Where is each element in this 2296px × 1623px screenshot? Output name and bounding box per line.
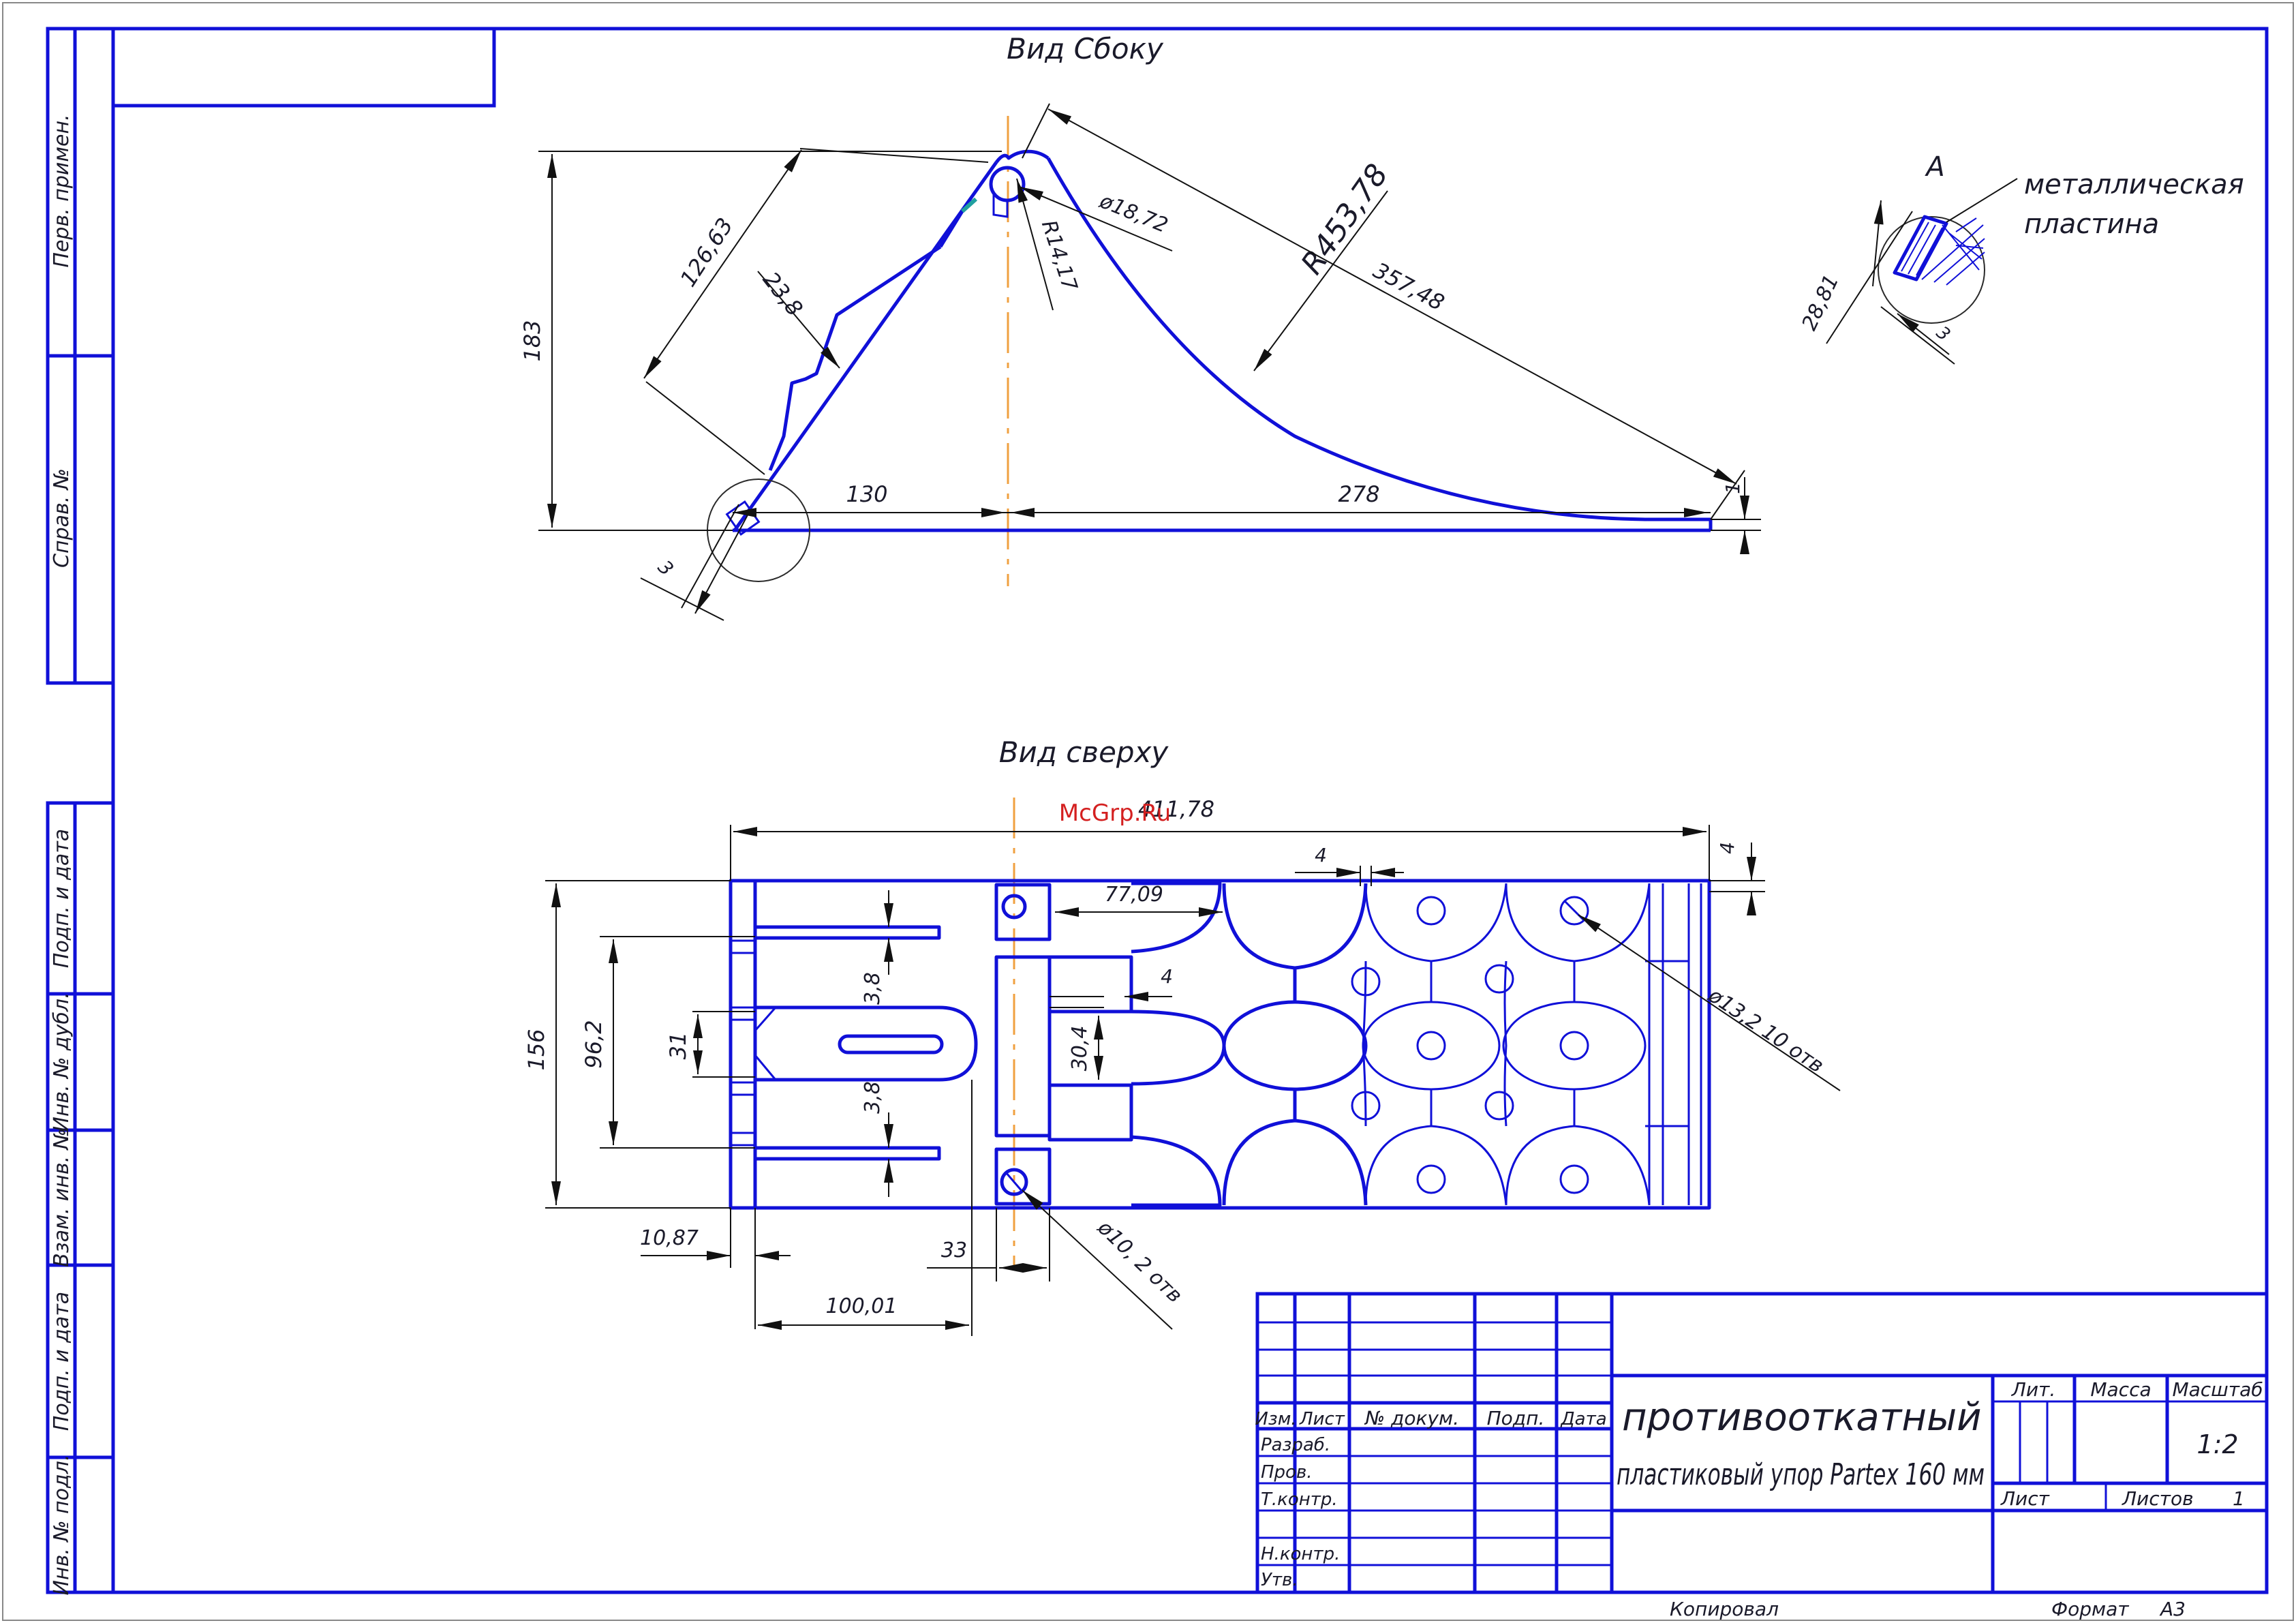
dim-96: 96,2	[581, 936, 755, 1149]
dim-hole-big-label: ø13,2 10 отв	[1703, 983, 1828, 1078]
stamp-podp-data-2: Подп. и дата	[50, 1292, 74, 1431]
dim-edge-4b-label: 4	[1716, 842, 1739, 854]
side-stamp-lower: Подп. и дата Инв. № дубл. Взам. инв. № П…	[46, 801, 115, 1596]
dim-183-label: 183	[519, 320, 545, 361]
stamp-sprav-no: Справ. №	[50, 468, 74, 568]
dim-3-8-upper: 3,8	[861, 890, 893, 1005]
stamp-inv-dubl: Инв. № дубл.	[50, 992, 74, 1132]
tb-row-tkontr: Т.контр.	[1261, 1489, 1338, 1510]
dim-3-8-upper-label: 3,8	[861, 972, 885, 1005]
title-block: Изм. Лист № докум. Подп. Дата Разраб. Пр…	[1255, 1292, 2269, 1620]
dim-30-4-label: 30,4	[1068, 1026, 1092, 1072]
dim-hole-radius-label: R14,17	[1037, 217, 1082, 294]
dim-base: 130 278	[733, 481, 1711, 517]
dim-33: 33	[927, 1208, 1050, 1281]
dim-100: 100,01	[758, 1080, 973, 1336]
stamp-inv-podl: Инв. № подл.	[50, 1455, 74, 1596]
dim-130-label: 130	[846, 481, 887, 507]
dim-edge-4: 4 4	[1295, 842, 1765, 915]
dim-278-label: 278	[1338, 481, 1379, 507]
dim-126: 126,63	[643, 148, 989, 475]
side-view-title: Вид Сбоку	[1007, 32, 1164, 65]
wedge-profile	[725, 149, 1713, 536]
dim-23-8: 23,8	[757, 267, 840, 369]
tb-lit: Лит.	[2011, 1378, 2055, 1401]
dim-hole-dia-label: ø18,72	[1096, 189, 1172, 238]
mount-blocks	[994, 883, 1133, 1206]
dim-357: 357,48	[1022, 103, 1745, 520]
side-view: Вид Сбоку	[519, 32, 1761, 621]
tb-format-value: А3	[2159, 1598, 2186, 1620]
tb-row-utv: Утв.	[1261, 1570, 1298, 1590]
detail-note-line2: пластина	[2024, 209, 2159, 240]
dim-77: 77,09	[1055, 883, 1223, 917]
side-stamp-upper: Перв. примен. Справ. №	[46, 27, 115, 685]
dim-10-87-label: 10,87	[640, 1226, 699, 1250]
tb-listov-value: 1	[2233, 1487, 2245, 1510]
tb-col-izm: Изм.	[1255, 1409, 1296, 1429]
dim-tip-1: 1	[1711, 477, 1761, 554]
dim-plate-3-label: 3	[654, 556, 678, 580]
top-view: Вид сверху	[523, 735, 1841, 1336]
dim-31-label: 31	[665, 1032, 691, 1060]
tb-row-prov: Пров.	[1261, 1462, 1313, 1483]
honeycomb-pattern	[1131, 881, 1702, 1207]
tb-col-doc: № докум.	[1364, 1407, 1459, 1429]
tb-row-nkontr: Н.контр.	[1261, 1544, 1340, 1564]
dim-3-8-lower: 3,8	[861, 1081, 893, 1197]
detail-dim-3: 3	[1932, 322, 1954, 346]
stamp-podp-data-1: Подп. и дата	[50, 829, 74, 968]
tb-listov: Листов	[2122, 1487, 2194, 1510]
stamp-perv-primen: Перв. примен.	[50, 114, 74, 267]
dim-hole-small: ø10, 2 отв	[1022, 1189, 1187, 1330]
tb-list: Лист	[2000, 1487, 2050, 1510]
tb-masshtab: Масштаб	[2172, 1378, 2263, 1401]
tb-scale-value: 1:2	[2196, 1429, 2238, 1459]
dim-edge-4-label: 4	[1315, 844, 1327, 866]
stamp-vzam-inv: Взам. инв. №	[50, 1128, 74, 1267]
top-outline	[729, 879, 1711, 1210]
dim-23-8-label: 23,8	[758, 267, 808, 321]
tb-format: Формат	[2051, 1598, 2129, 1620]
dim-gap-4: 4	[1050, 965, 1173, 1008]
detail-a: А металлическая пластина 28,81 3	[1797, 151, 2244, 365]
tb-name-line1: противооткатный	[1622, 1395, 1982, 1440]
tb-col-list: Лист	[1299, 1409, 1345, 1429]
dim-3-8-lower-label: 3,8	[861, 1081, 885, 1114]
watermark: McGrp.Ru	[1059, 800, 1171, 827]
tb-massa: Масса	[2090, 1378, 2151, 1401]
dim-31: 31	[665, 1011, 755, 1078]
dim-overall-length-label: 411,78	[1138, 796, 1214, 822]
dim-77-label: 77,09	[1105, 883, 1163, 907]
detail-dim-28: 28,81	[1797, 271, 1843, 335]
dim-126-label: 126,63	[675, 213, 738, 292]
dim-96-label: 96,2	[581, 1020, 607, 1068]
dim-156: 156	[523, 880, 731, 1209]
dim-tip-1-label: 1	[1721, 482, 1744, 494]
dim-30-4: 30,4	[1068, 1016, 1103, 1080]
dim-33-label: 33	[941, 1239, 967, 1262]
dim-hole-small-label: ø10, 2 отв	[1092, 1215, 1187, 1307]
top-view-title: Вид сверху	[999, 735, 1169, 769]
dim-overall-length: 411,78	[730, 796, 1710, 881]
dim-10-87: 10,87	[640, 1208, 791, 1329]
tb-kopiroval: Копировал	[1670, 1598, 1779, 1620]
detail-note-line1: металлическая	[2024, 169, 2244, 200]
dim-357-label: 357,48	[1369, 257, 1449, 316]
tb-col-date: Дата	[1560, 1409, 1606, 1429]
tb-name-line2: пластиковый упор Partex 160 мм	[1617, 1457, 1985, 1492]
prong-bars	[753, 925, 978, 1161]
detail-a-label: А	[1924, 151, 1944, 183]
tb-col-podp: Подп.	[1487, 1407, 1545, 1429]
dim-gap-4-label: 4	[1161, 965, 1173, 988]
dim-big-radius: R453,78	[1253, 157, 1395, 371]
dim-156-label: 156	[523, 1029, 549, 1070]
tb-row-razrab: Разраб.	[1261, 1435, 1330, 1455]
dim-100-label: 100,01	[826, 1294, 898, 1318]
left-frame-strip	[729, 881, 757, 1208]
